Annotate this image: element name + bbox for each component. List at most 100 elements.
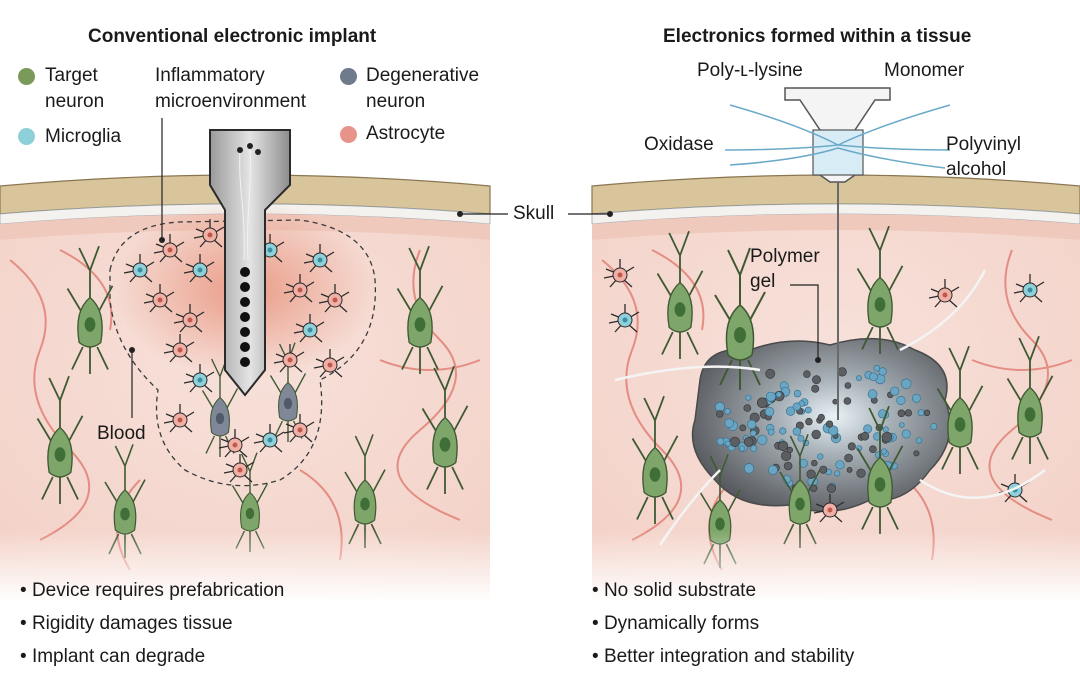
glial-cell [163,404,195,433]
gel-particle [806,469,816,479]
gel-particle [765,391,776,402]
gel-particle [912,393,921,403]
gel-particle [860,431,870,441]
gel-particle [867,389,878,399]
gel-particle [786,446,793,454]
neuron [396,245,444,375]
left-bullet-3: • Implant can degrade [20,646,206,667]
legend-microglia: Microglia [45,126,122,147]
gel-particle [882,426,889,433]
gel-particle [811,384,820,393]
gel-particle [898,422,905,428]
gel-particle [915,437,923,444]
polyvinyl-label-line1: Polyvinyl [946,134,1021,155]
gel-particle [756,397,768,409]
gel-particle [779,427,787,435]
gel-label-line2: gel [750,271,776,292]
gel-particle [904,409,913,417]
gel-particle [724,440,731,447]
glial-cell [273,344,305,373]
probe-contact [240,357,250,367]
gel-particle [817,413,825,422]
glial-cell [143,284,175,313]
neuron [269,342,307,442]
gel-particle [715,401,725,412]
gel-particle [847,442,856,451]
glial-cell [193,219,225,248]
right-bullet-3-text: Better integration and stability [603,646,855,667]
legend-target-neuron-line2: neuron [45,91,105,112]
probe-contact [240,312,250,322]
glial-cell [928,279,960,308]
gel-particle [863,424,873,434]
glial-cell [313,349,345,378]
gel-particle [811,459,818,467]
glial-cell [218,429,250,458]
gel-particle [901,429,911,439]
gel-particle [878,367,887,376]
gel-particle [826,483,837,493]
gel-particle [793,389,802,398]
gel-particle [750,430,757,437]
gel-particle [745,394,752,401]
legend-degenerative-line2: neuron [366,91,426,112]
injector [724,87,951,420]
gel-particle [775,391,782,398]
gel-particle [803,370,811,378]
probe-contact [240,297,250,307]
blood-vessel [9,259,91,541]
probe-contact [240,327,250,337]
gel-particle [798,458,808,468]
gel-particle [777,440,789,452]
gel-particle [917,409,925,417]
gel-particle [930,423,938,430]
glial-cell [813,494,845,523]
gel-particle [880,448,887,455]
gel-label-line1: Polymer [750,246,820,267]
gel-particle [724,418,734,428]
gel-particle [805,417,813,426]
gel-particle [881,431,893,443]
left-bullet-1: • Device requires prefabrication [20,580,285,601]
gel-particle [832,398,839,405]
gel-particle [837,367,847,377]
gel-particle [716,410,724,418]
inflammatory-label-line1: Inflammatory [155,65,265,86]
glial-cell [1013,274,1045,303]
neuron [856,225,904,355]
gel-particle [897,409,906,418]
gel-particle [896,395,906,406]
left-panel-title: Conventional electronic implant [88,26,377,47]
gel-particle [738,445,745,452]
neuron-icon [18,68,35,85]
right-bullet-2-text: Dynamically forms [603,613,760,634]
degenerative-neuron-icon [340,68,357,85]
glial-cell [173,304,205,333]
legend-astrocyte: Astrocyte [366,123,446,144]
gel-particle [923,409,931,416]
gel-particle [729,436,740,447]
poly-l-lysine-label: Poly-ʟ-lysine [697,60,803,81]
glial-cell [183,254,215,283]
left-bullet-2: • Rigidity damages tissue [20,613,233,634]
gel-particles [715,364,938,493]
gel-particle [747,419,757,430]
neuron [1006,335,1054,465]
left-bullet-2-text: Rigidity damages tissue [31,613,233,634]
glial-cell [253,424,285,453]
neuron [344,434,386,549]
gel-particle [833,470,841,477]
gel-particle [785,406,796,416]
glial-cell [163,334,195,363]
neuron [36,375,84,505]
neuron [856,405,904,535]
probe-contact [240,267,250,277]
gel-particle [869,445,877,454]
glial-cell [223,454,255,483]
gel-leader [790,284,819,360]
right-bullet-1-text: No solid substrate [603,580,757,601]
probe-contact [240,282,250,292]
gel-particle [890,386,900,396]
oxidase-label: Oxidase [644,134,714,155]
